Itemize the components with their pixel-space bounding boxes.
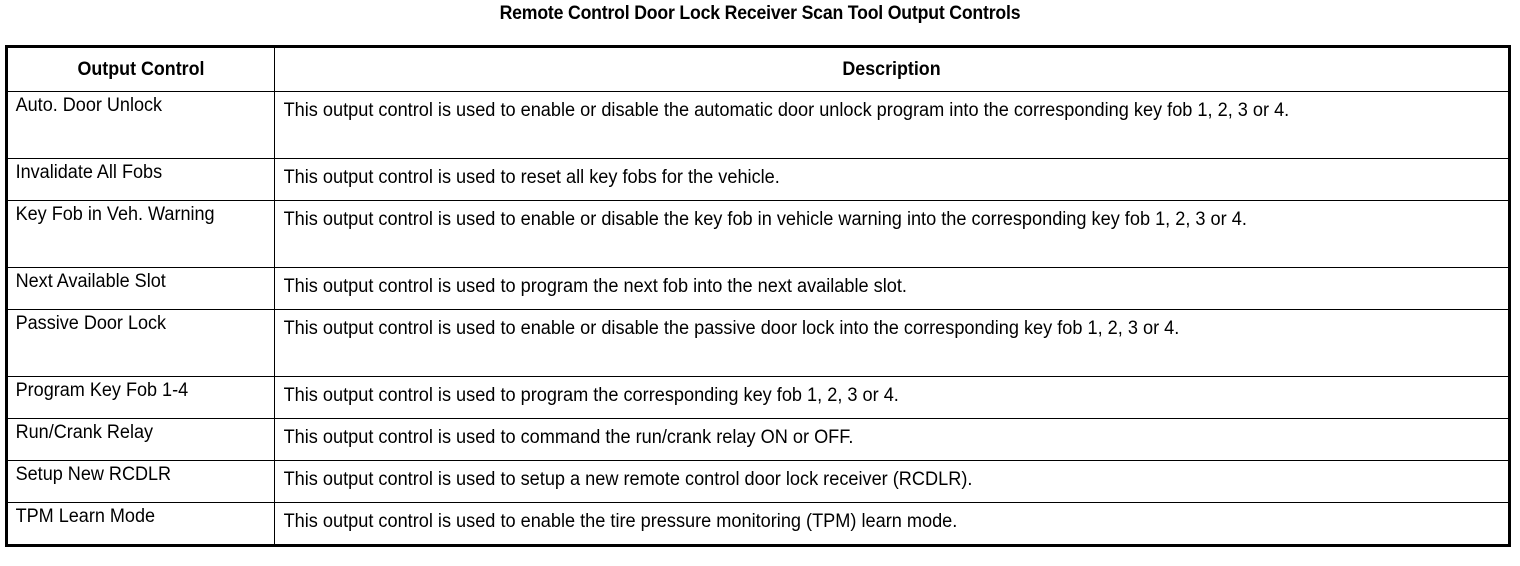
description-text: This output control is used to command t… [283, 427, 854, 448]
description-text: This output control is used to setup a n… [283, 469, 973, 490]
page-title: Remote Control Door Lock Receiver Scan T… [499, 3, 1021, 24]
cell-description: This output control is used to enable or… [274, 309, 1510, 377]
cell-description: This output control is used to enable th… [274, 502, 1510, 546]
description-text: This output control is used to enable th… [283, 511, 958, 532]
table-row: Passive Door Lock This output control is… [6, 309, 1510, 377]
column-header-description: Description [274, 46, 1510, 92]
description-text: This output control is used to enable or… [283, 318, 1180, 339]
table-header-row: Output Control Description [6, 46, 1510, 92]
cell-output-control: Setup New RCDLR [6, 460, 275, 503]
cell-description: This output control is used to enable or… [274, 91, 1510, 159]
table-row: Key Fob in Veh. Warning This output cont… [6, 200, 1510, 268]
cell-description: This output control is used to setup a n… [274, 460, 1510, 503]
description-text: This output control is used to program t… [283, 385, 899, 406]
column-header-output-control: Output Control [6, 46, 275, 92]
output-control-name: Program Key Fob 1-4 [15, 380, 189, 401]
description-text: This output control is used to enable or… [283, 100, 1290, 121]
description-text: This output control is used to reset all… [283, 167, 780, 188]
cell-output-control: Next Available Slot [6, 267, 275, 310]
column-header-description-label: Description [842, 59, 941, 80]
table-row: Next Available Slot This output control … [6, 267, 1510, 310]
cell-description: This output control is used to program t… [274, 267, 1510, 310]
cell-description: This output control is used to enable or… [274, 200, 1510, 268]
cell-description: This output control is used to reset all… [274, 158, 1510, 201]
output-control-name: Passive Door Lock [15, 313, 167, 334]
output-control-name: TPM Learn Mode [15, 506, 156, 527]
table-row: Setup New RCDLR This output control is u… [6, 460, 1510, 503]
output-control-name: Auto. Door Unlock [15, 95, 163, 116]
output-control-name: Setup New RCDLR [15, 464, 172, 485]
table-header: Output Control Description [6, 46, 1510, 92]
cell-output-control: Key Fob in Veh. Warning [6, 200, 275, 268]
table-body: Auto. Door Unlock This output control is… [6, 91, 1510, 546]
description-text: This output control is used to program t… [283, 276, 907, 297]
table-container: Output Control Description Auto. Door Un… [5, 45, 1511, 547]
table-row: Run/Crank Relay This output control is u… [6, 418, 1510, 461]
output-control-name: Next Available Slot [15, 271, 166, 292]
cell-description: This output control is used to program t… [274, 376, 1510, 419]
cell-output-control: Run/Crank Relay [6, 418, 275, 461]
table-row: Auto. Door Unlock This output control is… [6, 91, 1510, 159]
output-control-name: Run/Crank Relay [15, 422, 154, 443]
table-row: Invalidate All Fobs This output control … [6, 158, 1510, 201]
table-row: TPM Learn Mode This output control is us… [6, 502, 1510, 546]
column-header-output-control-label: Output Control [77, 59, 205, 80]
output-control-name: Key Fob in Veh. Warning [15, 204, 215, 225]
cell-output-control: TPM Learn Mode [6, 502, 275, 546]
cell-output-control: Passive Door Lock [6, 309, 275, 377]
cell-output-control: Auto. Door Unlock [6, 91, 275, 159]
cell-description: This output control is used to command t… [274, 418, 1510, 461]
cell-output-control: Invalidate All Fobs [6, 158, 275, 201]
table-row: Program Key Fob 1-4 This output control … [6, 376, 1510, 419]
cell-output-control: Program Key Fob 1-4 [6, 376, 275, 419]
output-control-name: Invalidate All Fobs [15, 162, 163, 183]
description-text: This output control is used to enable or… [283, 209, 1247, 230]
output-controls-table: Output Control Description Auto. Door Un… [5, 45, 1511, 547]
